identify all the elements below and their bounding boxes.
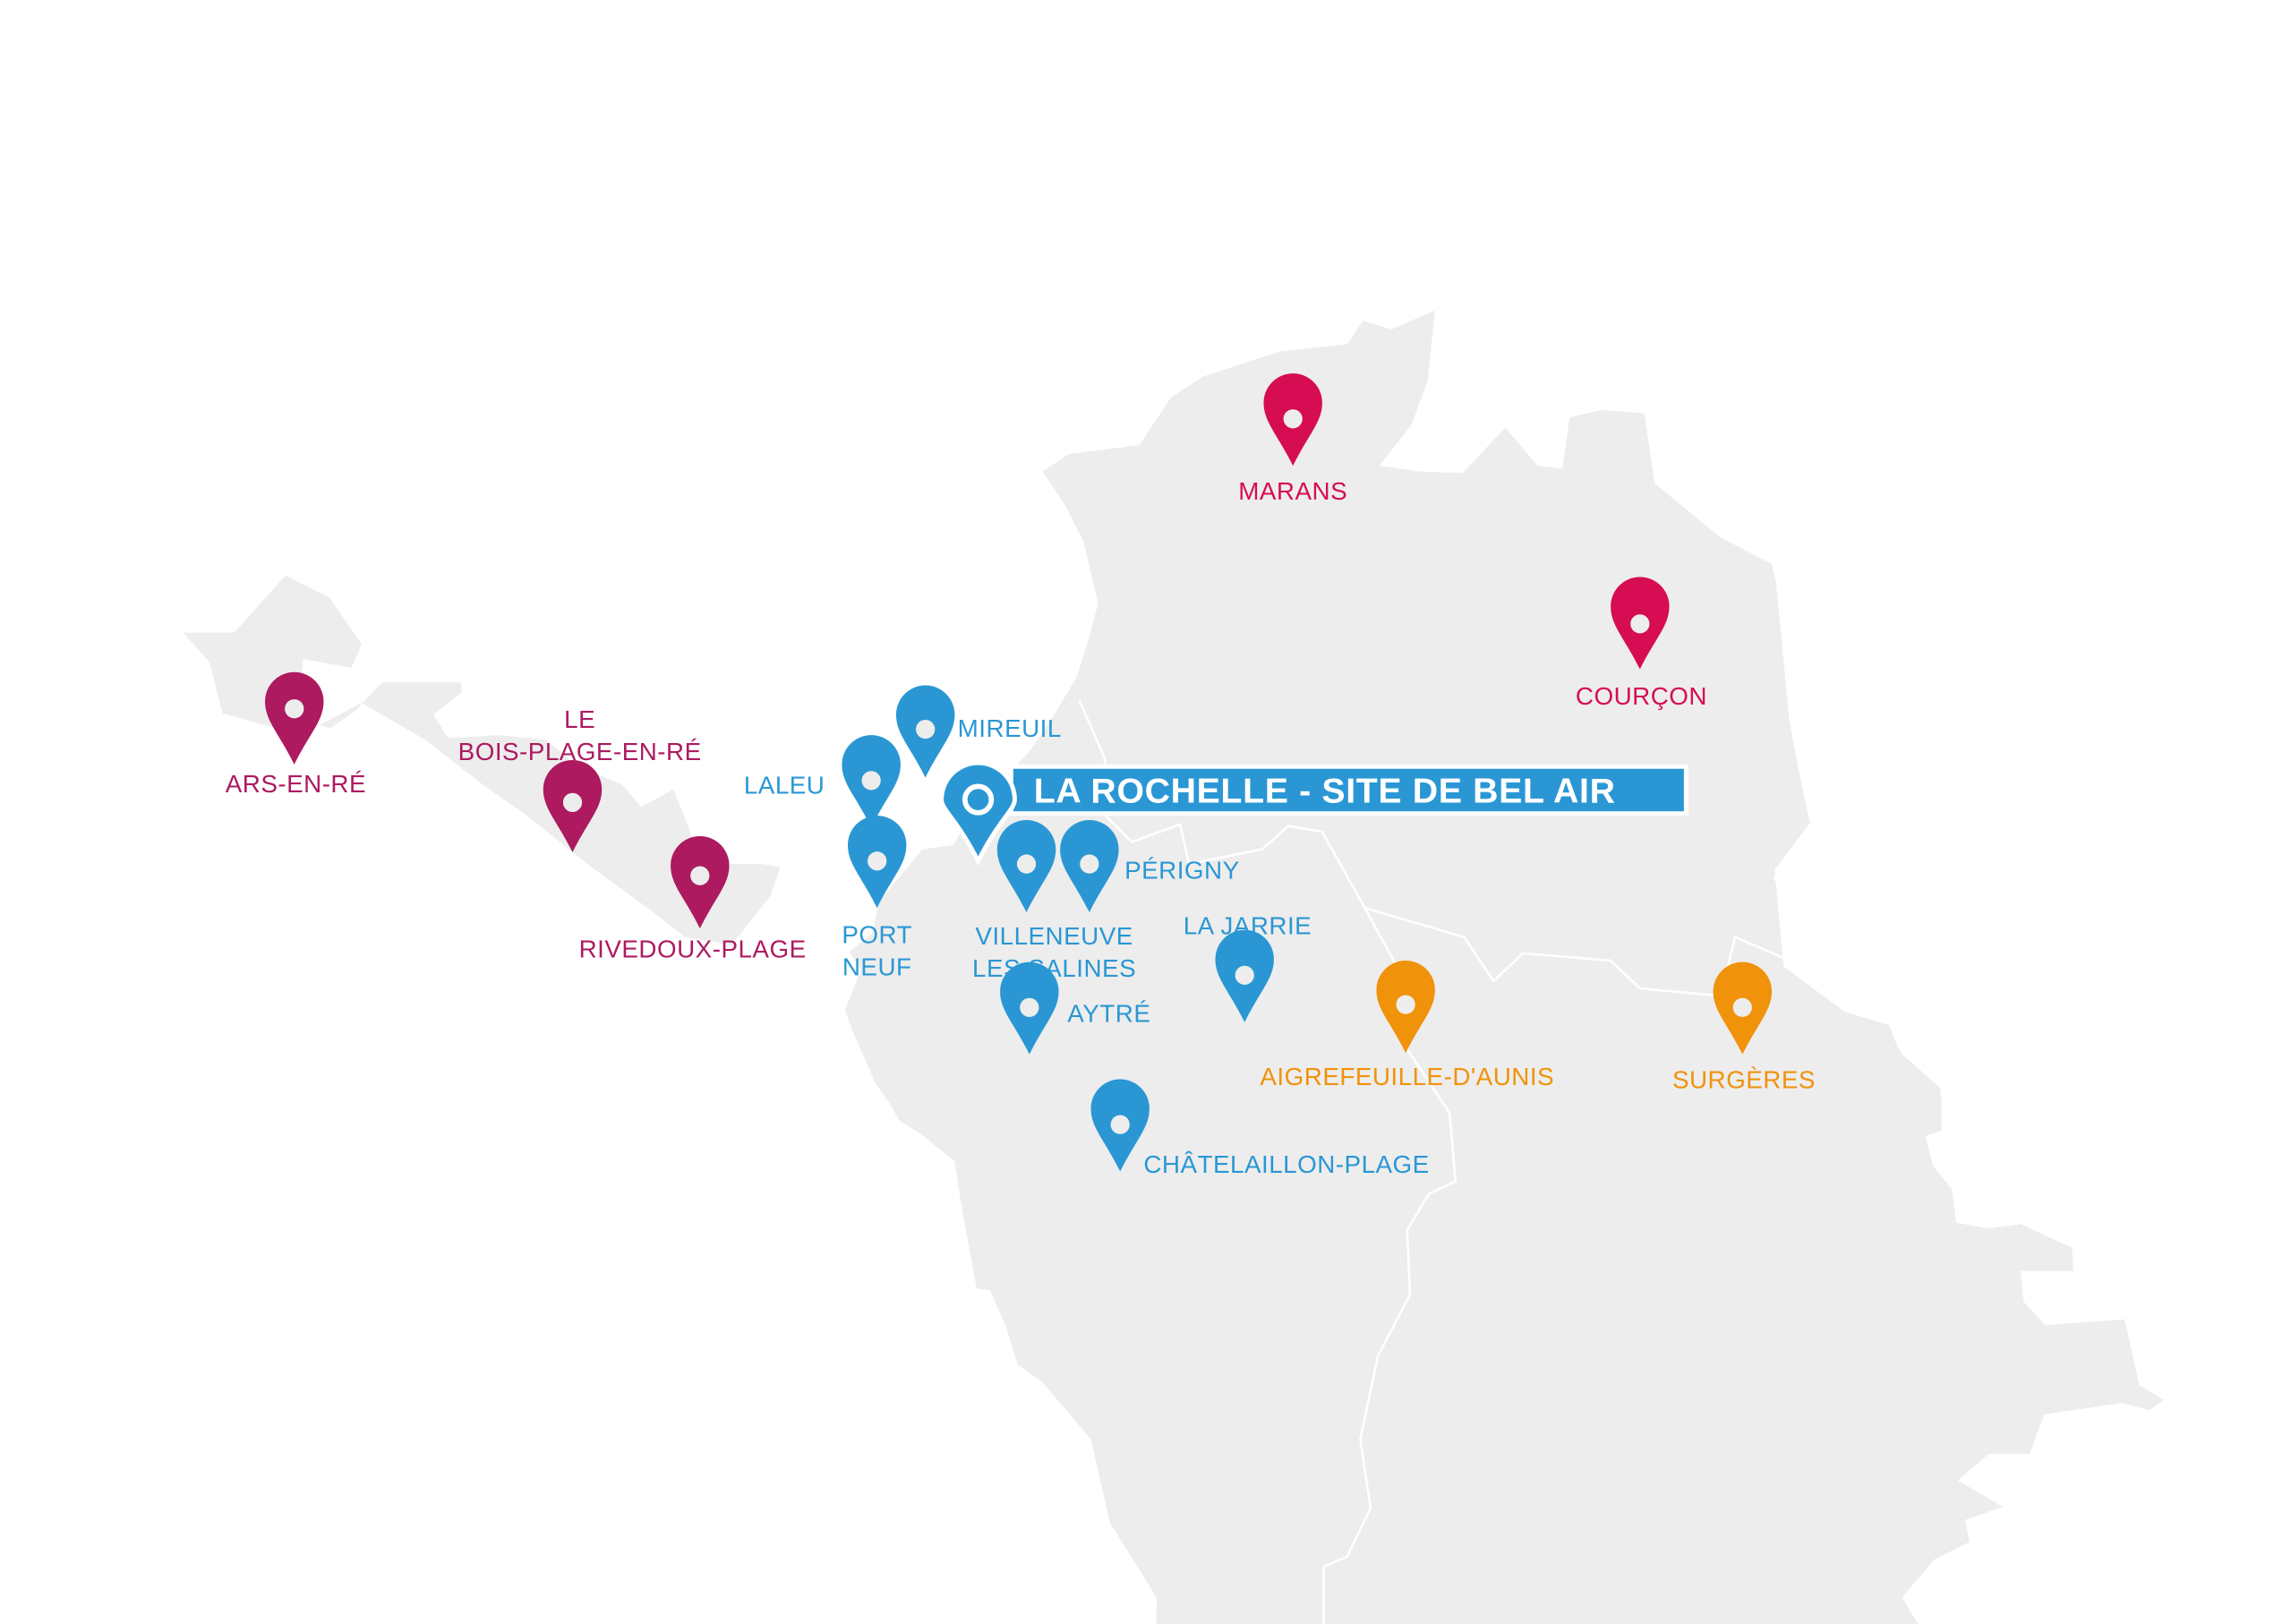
highlight-label: LA ROCHELLE - SITE DE BEL AIR [1034,771,1616,810]
location-label: LE [564,705,595,733]
pin-port-neuf[interactable]: PORT NEUF [842,816,912,980]
location-label: ARS-EN-RÉ [226,770,366,798]
location-label: CHÂTELAILLON-PLAGE [1143,1150,1429,1178]
location-label: AIGREFEUILLE-D'AUNIS [1260,1063,1554,1090]
location-label: VILLENEUVE [975,922,1133,950]
pin-perigny[interactable]: PÉRIGNY [1060,819,1240,913]
location-label: BOIS-PLAGE-EN-RÉ [458,738,702,765]
pin-rivedoux[interactable]: RIVEDOUX-PLAGE [579,835,807,963]
location-label: SURGÈRES [1672,1065,1816,1093]
location-label: MARANS [1238,477,1347,505]
location-label: PÉRIGNY [1124,856,1240,884]
location-label: PORT [842,920,912,948]
pin-aigrefeuille[interactable]: AIGREFEUILLE-D'AUNIS [1260,961,1554,1090]
pin-le-bois-plage[interactable]: LE BOIS-PLAGE-EN-RÉ [458,705,702,852]
pin-courcon[interactable]: COURÇON [1576,577,1707,710]
location-label: RIVEDOUX-PLAGE [579,936,807,963]
highlight-label-background [1013,768,1684,812]
pin-aytre[interactable]: AYTRÉ [1000,962,1150,1055]
pin-surgeres[interactable]: SURGÈRES [1672,962,1816,1094]
ile-de-re-landmass [183,575,781,945]
pin-villeneuve[interactable]: VILLENEUVE LES SALINES [972,819,1136,982]
location-label: COURÇON [1576,682,1707,710]
pin-la-jarrie[interactable]: LA JARRIE [1184,912,1312,1022]
location-label: AYTRÉ [1067,1000,1150,1028]
pin-marans[interactable]: MARANS [1238,373,1347,505]
location-label: NEUF [842,953,912,980]
pin-mireuil[interactable]: MIREUIL [895,685,1062,778]
commune-border [1078,699,1458,1624]
highlight-la-rochelle-bel-air[interactable]: LA ROCHELLE - SITE DE BEL AIR [939,760,1688,867]
location-label: LALEU [744,772,825,799]
aunis-landmass [844,310,2165,1624]
pin-ars-en-re[interactable]: ARS-EN-RÉ [226,671,366,798]
pin-laleu[interactable]: LALEU [744,735,901,828]
location-label: MIREUIL [958,714,1062,742]
pin-chatelaillon[interactable]: CHÂTELAILLON-PLAGE [1090,1079,1429,1178]
